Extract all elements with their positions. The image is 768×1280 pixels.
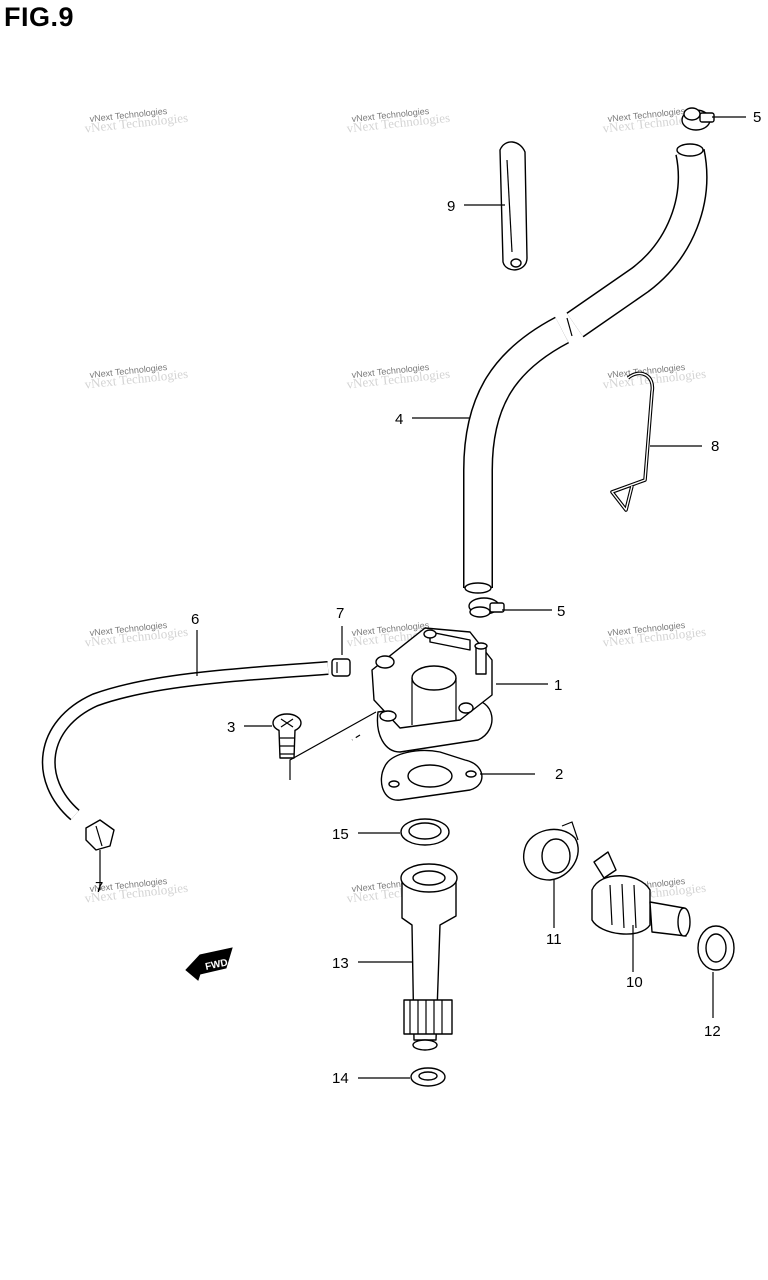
connector-part-7-top xyxy=(331,658,351,677)
callout-9: 9 xyxy=(447,198,455,215)
fwd-arrow: FWD xyxy=(185,947,233,981)
leader-lines xyxy=(99,116,746,1079)
pump-housing-part-1 xyxy=(371,627,493,753)
callout-3: 3 xyxy=(227,719,235,736)
callout-6: 6 xyxy=(191,611,199,628)
callout-1: 1 xyxy=(554,677,562,694)
callout-5-top: 5 xyxy=(753,109,761,126)
callout-8: 8 xyxy=(711,438,719,455)
screw-part-3 xyxy=(272,713,302,759)
assembly-dash xyxy=(351,734,361,741)
assembly-line xyxy=(289,711,377,780)
gasket-part-2 xyxy=(380,749,483,801)
washer-part-15 xyxy=(400,818,450,846)
callout-2: 2 xyxy=(555,766,563,783)
washer-part-14 xyxy=(410,1067,446,1087)
callout-7-top: 7 xyxy=(336,605,344,622)
fwd-label: FWD xyxy=(204,957,229,972)
hose-part-4 xyxy=(463,143,708,594)
callouts: 5 9 4 8 7 6 5 1 3 2 15 11 7 13 10 12 14 xyxy=(95,109,761,1087)
bushing-part-11 xyxy=(523,821,579,881)
gear-sleeve-part-10 xyxy=(591,851,691,937)
hose-part-6 xyxy=(41,661,329,821)
callout-13: 13 xyxy=(332,955,349,972)
callout-5-lower: 5 xyxy=(557,603,565,620)
hose-clip-part-5-top xyxy=(681,107,715,131)
wire-clip-part-8 xyxy=(610,371,655,512)
callout-10: 10 xyxy=(626,974,643,991)
callout-7-lower: 7 xyxy=(95,879,103,896)
drive-shaft-part-13 xyxy=(400,863,458,1051)
hose-clip-part-5-lower xyxy=(468,597,505,618)
callout-14: 14 xyxy=(332,1070,349,1087)
callout-11: 11 xyxy=(546,931,562,948)
bearing-part-12 xyxy=(697,925,735,971)
bracket-part-9 xyxy=(499,141,528,271)
callout-12: 12 xyxy=(704,1023,721,1040)
figure-title: FIG.9 xyxy=(4,2,75,32)
callout-15: 15 xyxy=(332,826,349,843)
callout-4: 4 xyxy=(395,411,403,428)
connector-part-7-lower xyxy=(85,819,115,851)
